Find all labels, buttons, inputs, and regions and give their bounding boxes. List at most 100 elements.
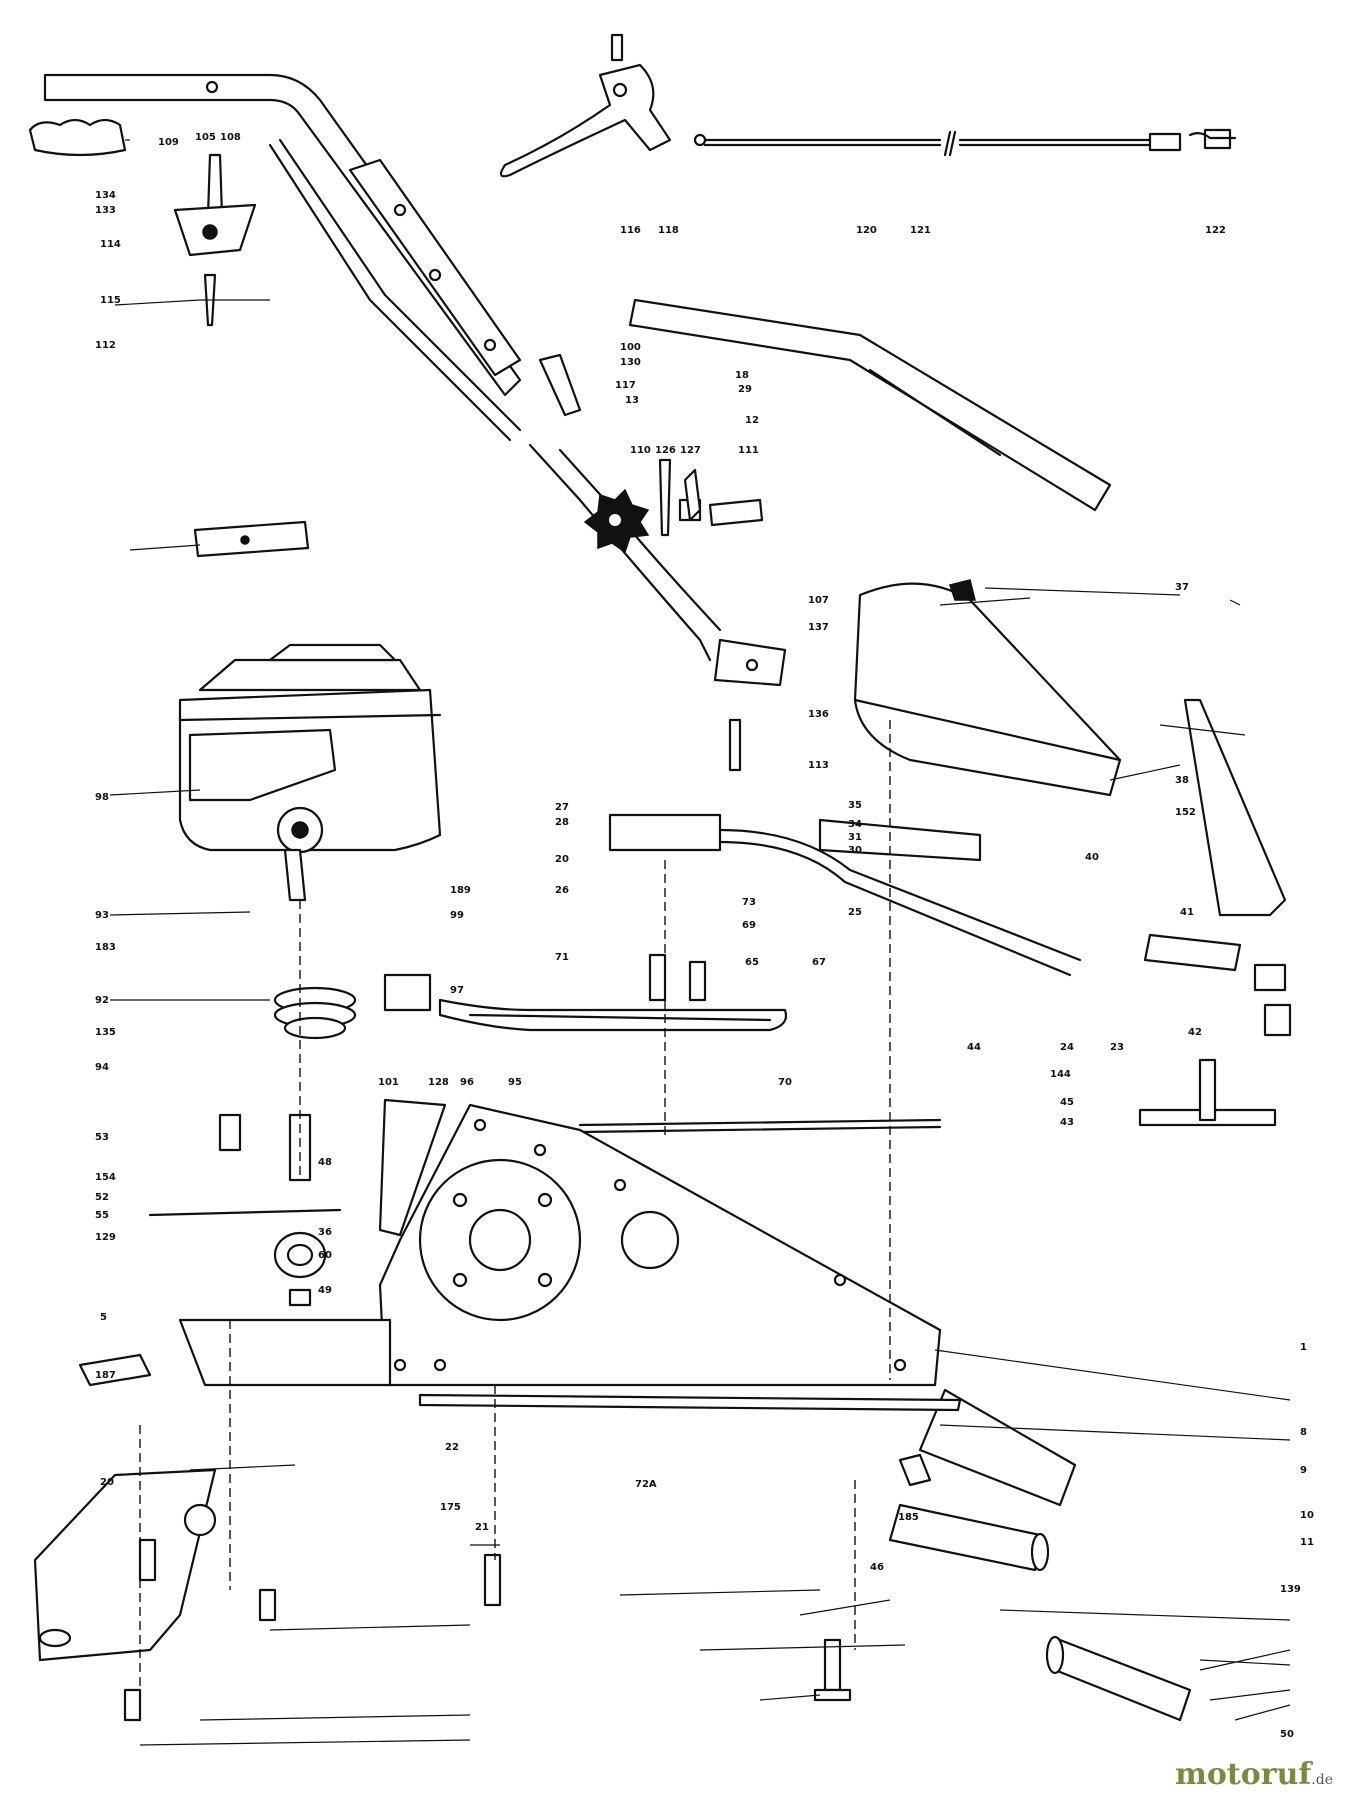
- callout-label: 73: [742, 897, 756, 908]
- callout-label: 30: [848, 845, 862, 856]
- assembly-lines: [139, 720, 891, 1700]
- callout-label: 115: [100, 295, 121, 306]
- callout-label: 135: [95, 1027, 116, 1038]
- callout-label: 36: [318, 1227, 332, 1238]
- callout-label: 37: [1175, 582, 1189, 593]
- discharge-chute: [853, 579, 1122, 797]
- axle-tubes: [813, 1503, 1192, 1722]
- callout-label: 136: [808, 709, 829, 720]
- callout-label: 53: [95, 1132, 109, 1143]
- watermark-brand-text: motoruf: [1175, 1757, 1312, 1792]
- pulley: [273, 986, 357, 1040]
- callout-label: 55: [95, 1210, 109, 1221]
- callout-label: 72A: [635, 1479, 657, 1490]
- callout-label: 8: [1300, 1427, 1307, 1438]
- callout-label: 127: [680, 445, 701, 456]
- callout-label: 95: [508, 1077, 522, 1088]
- main-frame: [378, 1103, 942, 1387]
- callout-label: 92: [95, 995, 109, 1006]
- callout-label: 29: [738, 384, 752, 395]
- callout-label: 48: [318, 1157, 332, 1168]
- callout-label: 126: [655, 445, 676, 456]
- callout-label: 9: [1300, 1465, 1307, 1476]
- callout-label: 110: [630, 445, 651, 456]
- callout-label: 12: [745, 415, 759, 426]
- callout-label: 50: [1280, 1729, 1294, 1740]
- right-skid-bracket: [418, 1388, 1077, 1507]
- callout-label: 71: [555, 952, 569, 963]
- callout-label: 144: [1050, 1069, 1071, 1080]
- star-knob: [583, 488, 650, 554]
- callout-label: 22: [445, 1442, 459, 1453]
- callout-label: 18: [735, 370, 749, 381]
- callout-label: 52: [95, 1192, 109, 1203]
- callout-label: 34: [848, 819, 862, 830]
- clamp-bracket: [713, 638, 787, 772]
- callout-label: 175: [440, 1502, 461, 1513]
- callout-label: 44: [967, 1042, 981, 1053]
- lower-handle: [538, 298, 1112, 512]
- callout-label: 65: [745, 957, 759, 968]
- callout-label: 70: [778, 1077, 792, 1088]
- horizontal-rod: [578, 1118, 942, 1134]
- watermark-tld-text: .de: [1311, 1772, 1333, 1788]
- engine-block: [178, 643, 442, 902]
- callout-label: 185: [898, 1512, 919, 1523]
- callout-label: 116: [620, 225, 641, 236]
- callout-label: 121: [910, 225, 931, 236]
- control-lever: [499, 33, 672, 178]
- callout-label: 38: [1175, 775, 1189, 786]
- callout-label: 113: [808, 760, 829, 771]
- callout-label: 187: [95, 1370, 116, 1381]
- callout-label: 96: [460, 1077, 474, 1088]
- callout-label: 28: [555, 817, 569, 828]
- callout-label: 139: [1280, 1584, 1301, 1595]
- callout-label: 41: [1180, 907, 1194, 918]
- box-spanner: [193, 520, 310, 558]
- callout-label: 130: [620, 357, 641, 368]
- callout-label: 67: [812, 957, 826, 968]
- callout-label: 97: [450, 985, 464, 996]
- callout-label: 108: [220, 132, 241, 143]
- callout-label: 128: [428, 1077, 449, 1088]
- callout-label: 117: [615, 380, 636, 391]
- callout-label: 118: [658, 225, 679, 236]
- side-arm: [178, 1098, 447, 1387]
- callout-label: 109: [158, 137, 179, 148]
- callout-label: 60: [318, 1250, 332, 1261]
- callout-label: 43: [1060, 1117, 1074, 1128]
- callout-label: 112: [95, 340, 116, 351]
- watermark-brand: motoruf.de: [1175, 1757, 1333, 1792]
- callout-label: 129: [95, 1232, 116, 1243]
- callout-label: 42: [1188, 1027, 1202, 1038]
- callout-label: 100: [620, 342, 641, 353]
- callout-label: 40: [1085, 852, 1099, 863]
- callout-label: 21: [475, 1522, 489, 1533]
- callout-label: 20: [555, 854, 569, 865]
- callout-label: 152: [1175, 807, 1196, 818]
- callout-label: 154: [95, 1172, 116, 1183]
- callout-label: 25: [848, 907, 862, 918]
- callout-label: 31: [848, 832, 862, 843]
- chute-flap: [1183, 698, 1287, 917]
- callout-label: 98: [95, 792, 109, 803]
- main-handlebar: [43, 73, 722, 662]
- callout-label: 5: [100, 1312, 107, 1323]
- callout-label: 122: [1205, 225, 1226, 236]
- callout-labels: 109 105 108 134 133 114 115 112 116 118 …: [95, 132, 1314, 1740]
- bolt-parts-cluster: [658, 458, 764, 537]
- left-skid: [33, 1353, 217, 1662]
- callout-label: 26: [555, 885, 569, 896]
- callout-label: 105: [195, 132, 216, 143]
- callout-label: 10: [1300, 1510, 1314, 1521]
- callout-label: 111: [738, 445, 759, 456]
- callout-label: 11: [1300, 1537, 1314, 1548]
- callout-label: 93: [95, 910, 109, 921]
- callout-label: 133: [95, 205, 116, 216]
- left-small-parts: [148, 1113, 342, 1307]
- callout-label: 45: [1060, 1097, 1074, 1108]
- lever-part: [173, 153, 257, 327]
- callout-label: 134: [95, 190, 116, 201]
- handle-grip: [28, 118, 127, 157]
